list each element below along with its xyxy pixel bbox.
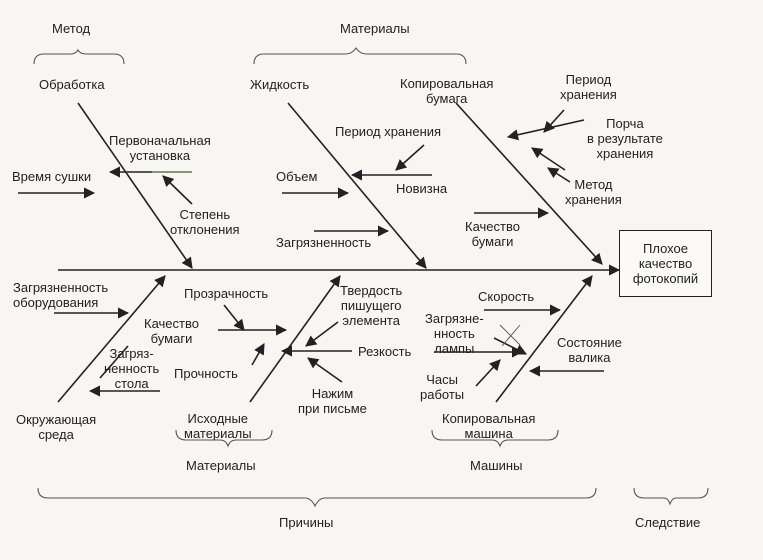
label-element-hardness: Твердость пишущего элемента: [340, 283, 403, 328]
label-sharpness: Резкость: [358, 344, 412, 359]
arrow-transparency: [223, 304, 245, 331]
label-environment: Окружающая среда: [16, 412, 97, 442]
label-storage-period-2: Период хранения: [560, 72, 617, 102]
label-copy-machine: Копировальная машина: [442, 411, 536, 441]
brace-materials-top: [253, 47, 467, 65]
label-operating-hours: Часы работы: [420, 372, 465, 402]
label-contamination: Загрязненность: [276, 235, 372, 250]
bone-environment: [57, 275, 166, 403]
scratch-mark: [499, 324, 521, 347]
arrow-deviation: [162, 175, 193, 205]
effect-box: Плохое качество фотокопий: [619, 230, 712, 297]
label-strength: Прочность: [174, 366, 238, 381]
arrow-strength: [251, 343, 265, 366]
label-speed: Скорость: [478, 289, 535, 304]
label-lamp-contamination: Загрязне- нность лампы: [425, 311, 484, 356]
category-materials-top: Материалы: [340, 21, 410, 36]
brace-method: [33, 48, 125, 65]
arrow-storage-damage-2: [531, 147, 566, 171]
label-liquid: Жидкость: [250, 77, 310, 92]
label-drying-time: Время сушки: [12, 169, 92, 184]
label-paper-quality-top: Качество бумаги: [465, 219, 520, 249]
label-transparency: Прозрачность: [184, 286, 269, 301]
bone-copy-paper: [455, 102, 603, 265]
label-deviation-degree: Степень отклонения: [170, 207, 240, 237]
arrow-storage-method: [547, 167, 571, 183]
label-source-materials: Исходные материалы: [184, 411, 252, 441]
label-table-contamination: Загряз- ненность стола: [104, 346, 160, 391]
category-method: Метод: [52, 21, 91, 36]
arrow-writing-pressure: [307, 357, 343, 383]
label-equipment-contamination: Загрязненность оборудования: [13, 280, 109, 310]
category-materials-bottom: Материалы: [186, 458, 256, 473]
label-writing-pressure: Нажим при письме: [298, 386, 367, 416]
label-volume: Объем: [276, 169, 318, 184]
label-initial-setup: Первоначальная установка: [109, 133, 211, 163]
effect-label: Плохое качество фотокопий: [632, 241, 699, 286]
arrow-storage-period-1: [395, 144, 425, 171]
arrow-operating-hours: [475, 359, 501, 387]
category-machines: Машины: [470, 458, 523, 473]
label-roller-condition: Состояние валика: [557, 335, 622, 365]
label-novelty: Новизна: [396, 181, 448, 196]
brace-label-effect: Следствие: [635, 515, 701, 530]
brace-materials-bottom: [175, 429, 273, 448]
bone-method: [77, 102, 193, 269]
label-copy-paper: Копировальная бумага: [400, 76, 494, 106]
brace-label-causes: Причины: [279, 515, 334, 530]
bone-copy-machine: [495, 275, 593, 403]
arrow-storage-damage: [506, 119, 585, 141]
label-storage-method: Метод хранения: [565, 177, 622, 207]
bone-liquid: [287, 102, 427, 269]
bone-source-materials: [249, 275, 341, 403]
brace-effect: [633, 487, 709, 506]
brace-machines: [431, 429, 559, 448]
brace-causes: [37, 487, 597, 508]
arrow-lamp-diag: [493, 337, 528, 355]
label-storage-period-1: Период хранения: [335, 124, 442, 139]
label-paper-quality-bottom: Качество бумаги: [144, 316, 199, 346]
label-processing: Обработка: [39, 77, 105, 92]
arrow-element-hardness: [305, 321, 339, 347]
label-storage-damage: Порча в результате хранения: [587, 116, 663, 161]
